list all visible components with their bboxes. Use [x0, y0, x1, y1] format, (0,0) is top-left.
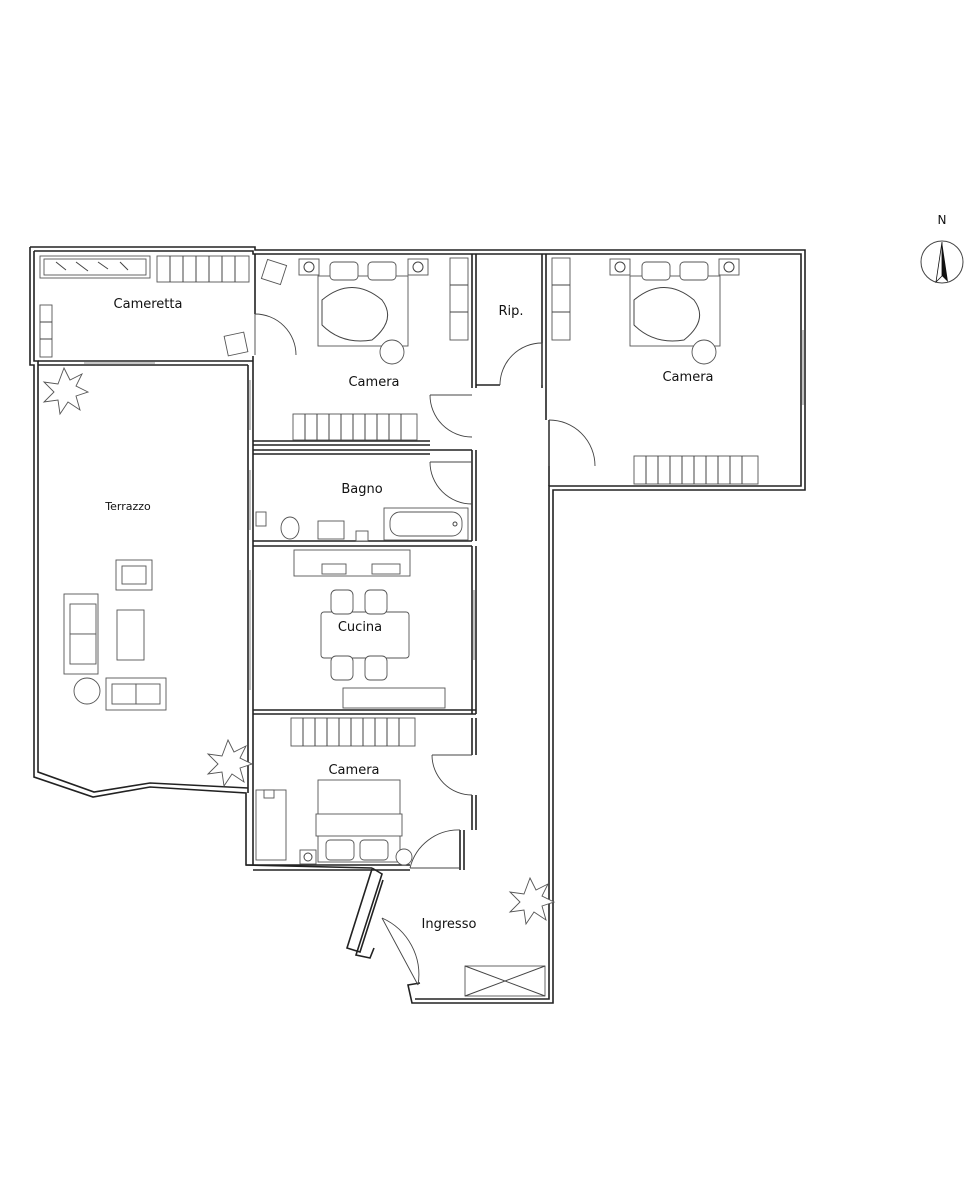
- plant-icon: [206, 738, 254, 788]
- wardrobe-icon: [449, 257, 469, 341]
- table-icon: [116, 609, 145, 661]
- room-label-bagno: Bagno: [341, 482, 382, 497]
- door-swing-icon: [429, 394, 473, 438]
- bed-icon: [39, 255, 151, 279]
- chair-icon: [330, 589, 388, 681]
- toilet-icon: [255, 511, 300, 540]
- chair-icon: [223, 258, 288, 357]
- plant-icon: [508, 876, 556, 926]
- room-label-camera-2: Camera: [662, 370, 713, 385]
- plant-icon: [42, 366, 90, 416]
- bed-icon: [315, 779, 403, 863]
- door-swing-icon: [409, 829, 461, 869]
- room-label-camera-1: Camera: [348, 375, 399, 390]
- wardrobe-icon: [464, 965, 546, 997]
- door-swing-icon: [381, 917, 420, 986]
- furniture: [39, 255, 759, 997]
- room-labels: Cameretta Camera Rip. Camera Terrazzo Ba…: [104, 297, 713, 932]
- door-swing-icon: [431, 754, 473, 796]
- north-arrow-icon: [920, 240, 964, 284]
- room-label-ripostiglio: Rip.: [498, 304, 523, 319]
- wardrobe-icon: [39, 304, 53, 358]
- sofa-icon: [105, 677, 167, 711]
- wardrobe-icon: [156, 255, 250, 283]
- door-swing-icon: [548, 419, 596, 467]
- room-label-cameretta: Cameretta: [114, 297, 183, 312]
- compass-label: N: [938, 213, 947, 227]
- doors: [254, 313, 596, 986]
- table-icon: [320, 611, 410, 659]
- interior-walls: [38, 254, 550, 871]
- windows: [84, 330, 804, 690]
- door-swing-icon: [429, 461, 473, 505]
- room-label-ingresso: Ingresso: [422, 917, 477, 932]
- room-label-terrazzo: Terrazzo: [104, 500, 151, 513]
- bed-icon: [629, 261, 721, 347]
- wardrobe-icon: [633, 455, 759, 485]
- door-swing-icon: [499, 342, 543, 386]
- wardrobe-icon: [292, 413, 418, 441]
- sink-icon: [317, 520, 369, 542]
- chair-icon: [115, 559, 153, 591]
- bathtub-icon: [383, 507, 469, 541]
- sofa-icon: [63, 593, 99, 675]
- room-label-camera-3: Camera: [328, 763, 379, 778]
- outer-walls: [29, 246, 806, 1004]
- room-label-cucina: Cucina: [338, 620, 382, 635]
- wardrobe-icon: [290, 717, 416, 747]
- door-swing-icon: [254, 313, 297, 356]
- wardrobe-icon: [551, 257, 571, 341]
- bed-icon: [317, 261, 409, 347]
